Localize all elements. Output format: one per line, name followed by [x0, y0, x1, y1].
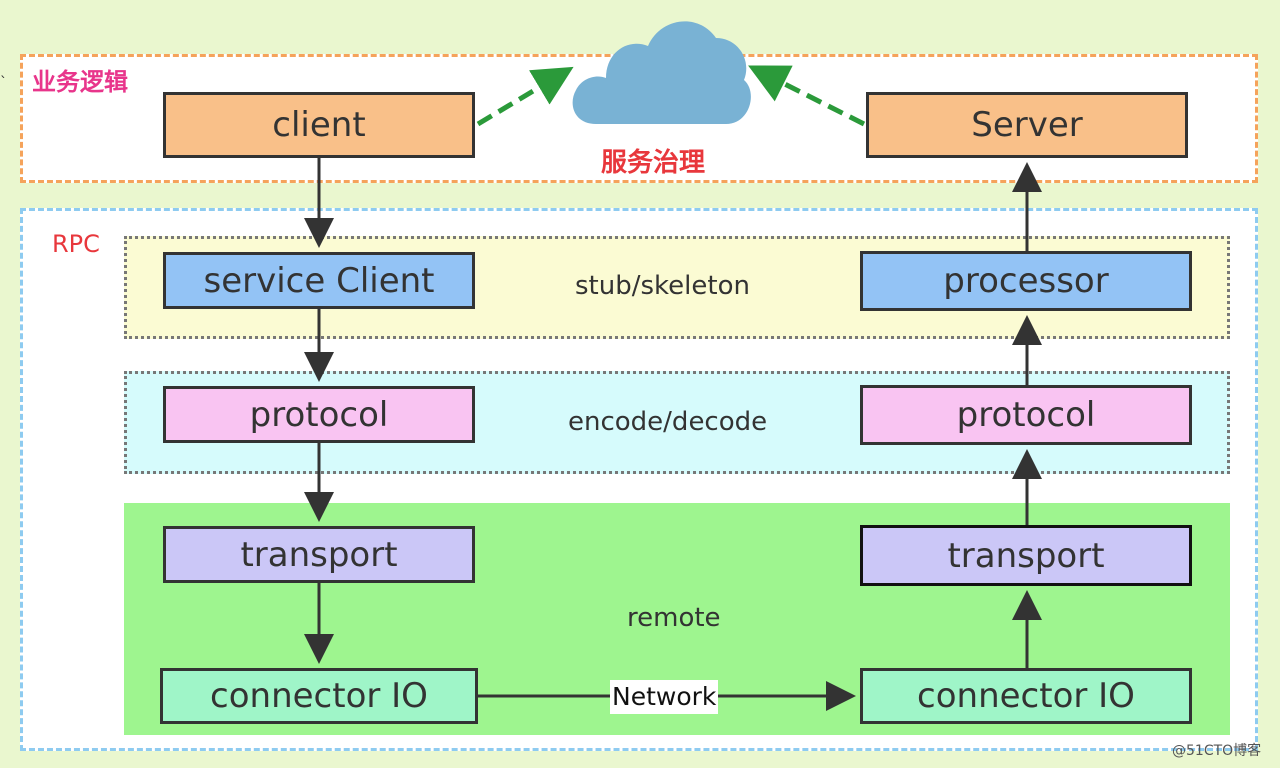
client-transport-box: transport: [163, 526, 475, 583]
cloud-icon: [572, 21, 751, 124]
server-connector-io-box: connector IO: [860, 668, 1192, 724]
network-label: Network: [610, 680, 719, 714]
business-logic-label: 业务逻辑: [32, 68, 128, 96]
client-connector-io-box: connector IO: [160, 668, 478, 724]
server-protocol-box: protocol: [860, 385, 1192, 445]
watermark: @51CTO博客: [1172, 743, 1262, 759]
stub-skeleton-label: stub/skeleton: [575, 271, 750, 301]
client-protocol-box: protocol: [163, 386, 475, 443]
remote-label: remote: [627, 603, 721, 633]
client-to-cloud-arrow: [476, 66, 574, 127]
edge-mark: `: [0, 75, 7, 91]
server-to-cloud-arrow: [748, 65, 866, 127]
service-client-box: service Client: [163, 252, 475, 309]
encode-decode-label: encode/decode: [568, 407, 768, 437]
server-transport-box: transport: [860, 525, 1192, 586]
service-governance-label: 服务治理: [601, 148, 706, 178]
processor-box: processor: [860, 251, 1192, 311]
server-box: Server: [866, 92, 1188, 158]
client-box: client: [163, 92, 475, 158]
rpc-label: RPC: [52, 230, 100, 258]
